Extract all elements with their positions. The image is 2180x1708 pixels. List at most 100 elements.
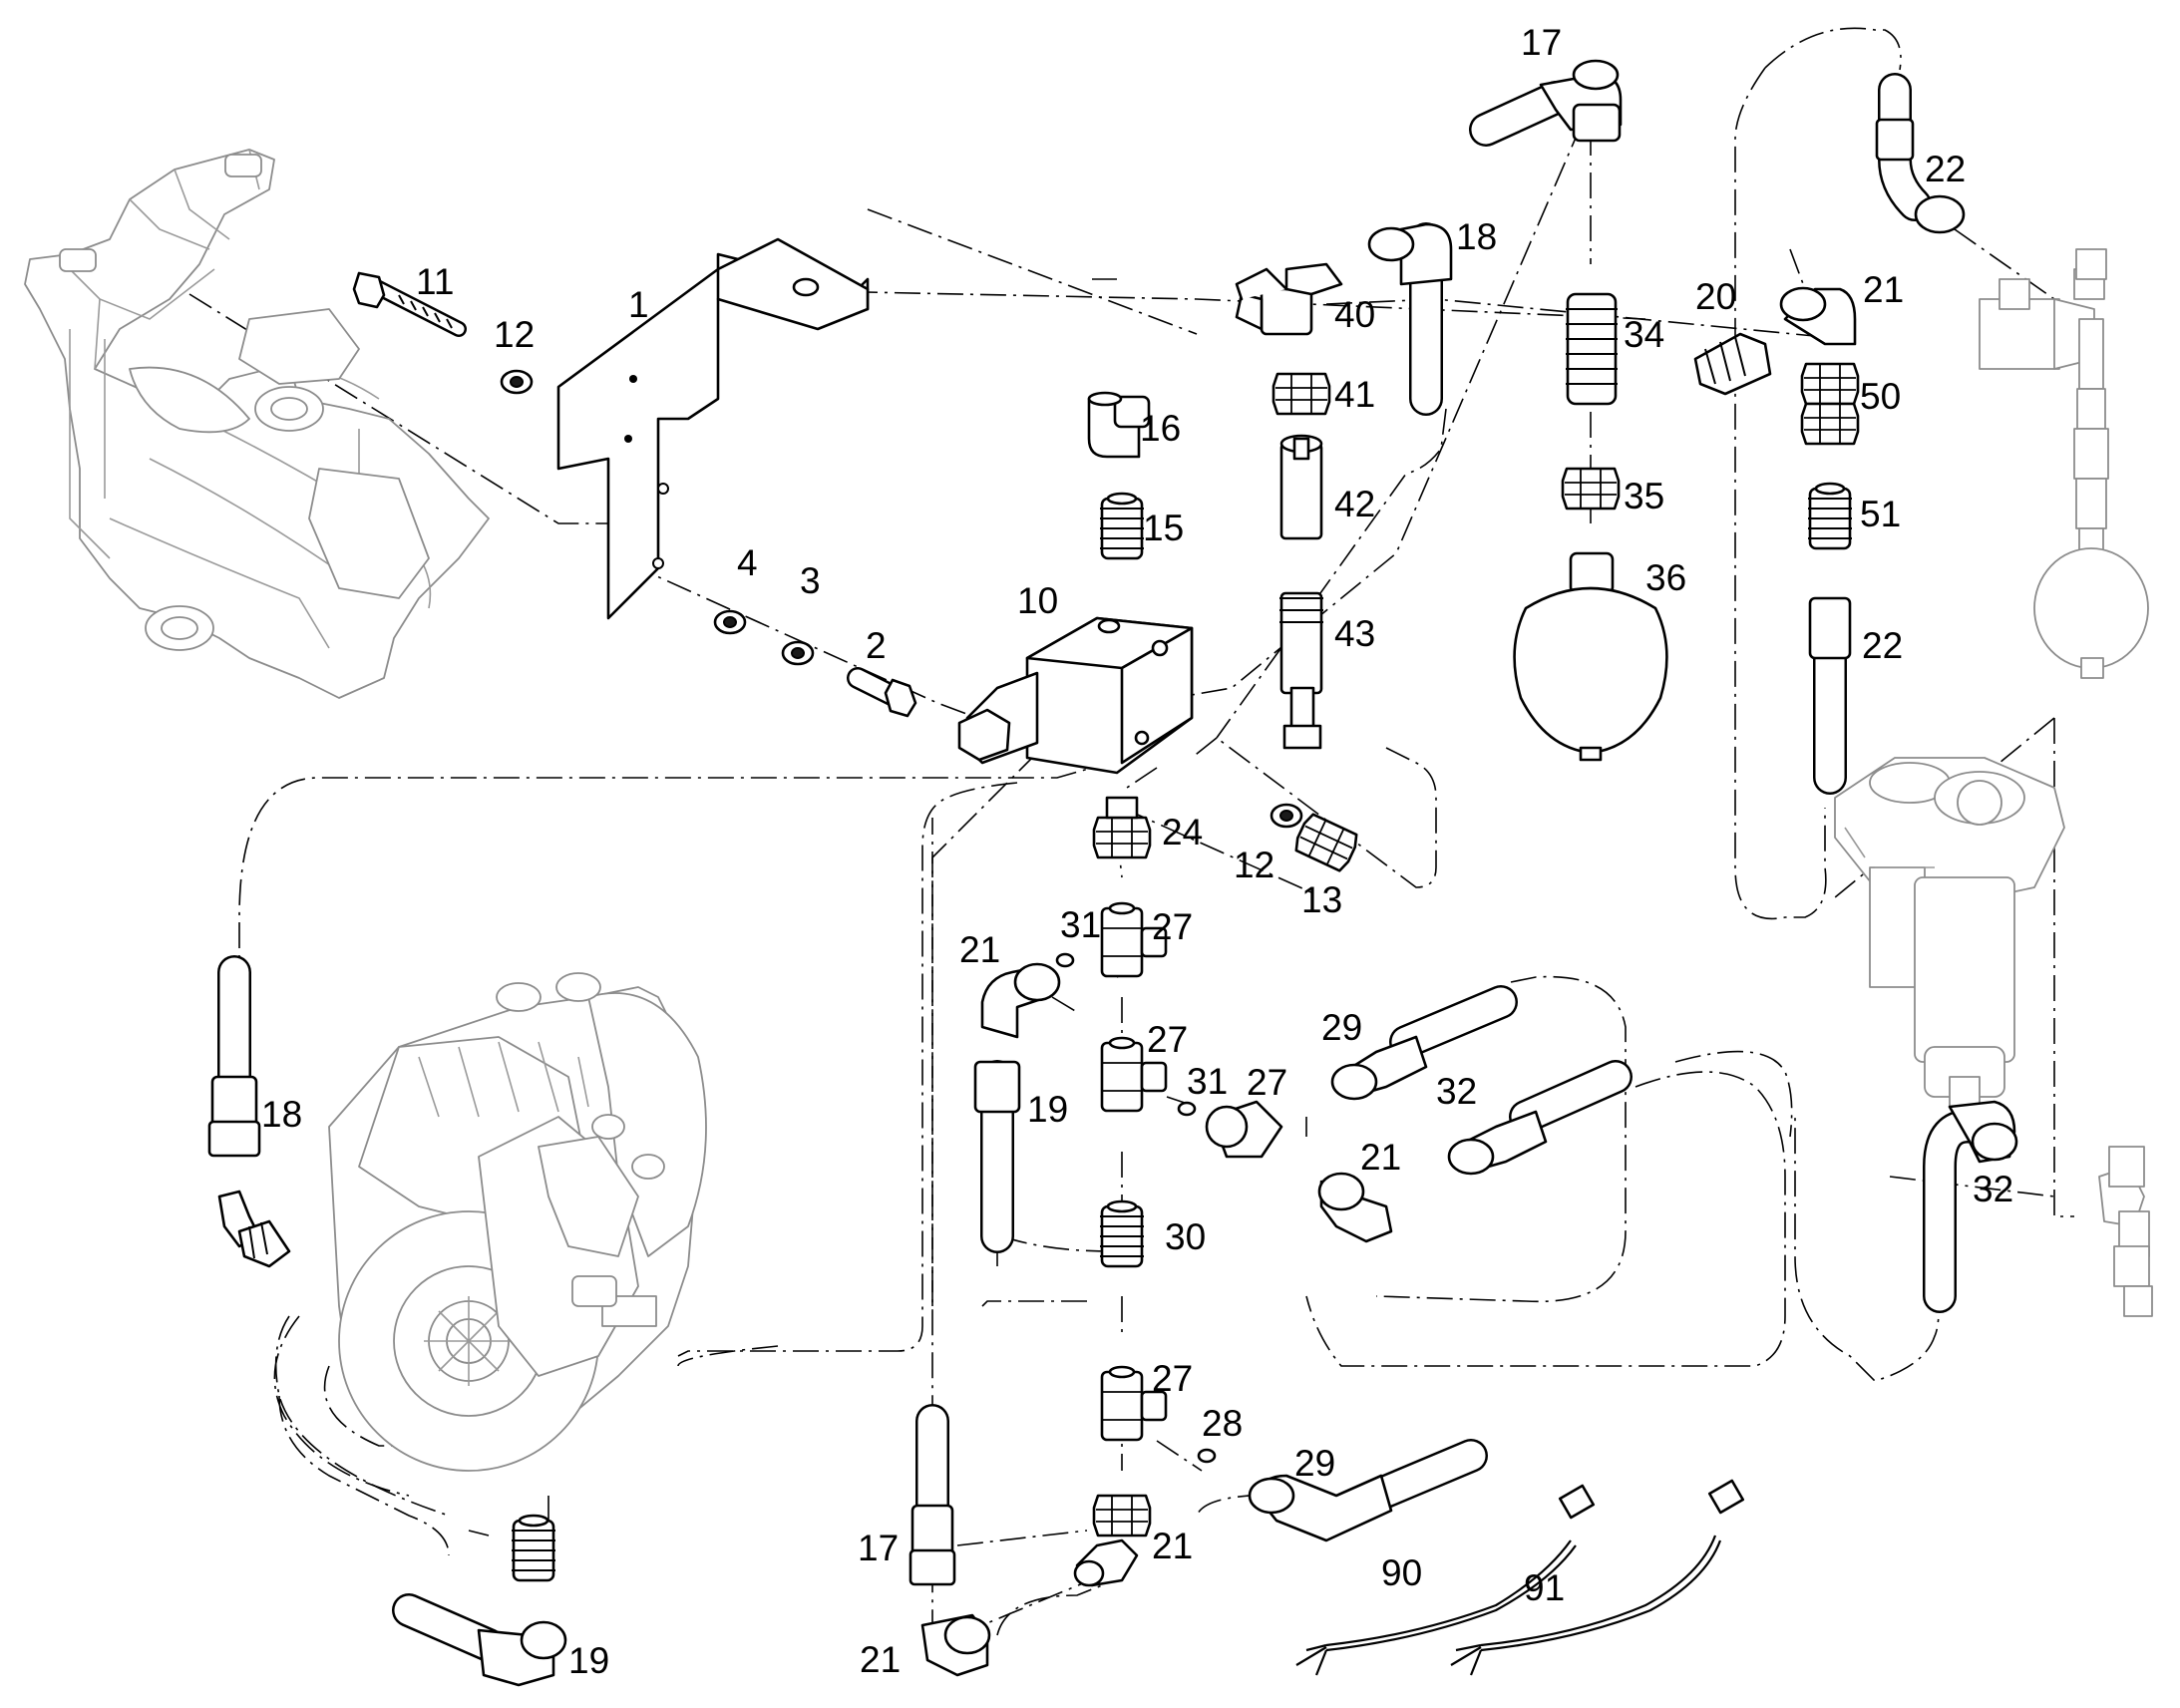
valve-assembly-ghost: [1979, 248, 2153, 1317]
callout-label: 21: [1152, 1526, 1193, 1566]
callout-label: 27: [1147, 1019, 1188, 1060]
callout-label: 22: [1862, 625, 1903, 666]
callout-label: 32: [1436, 1071, 1477, 1112]
seal-part: [1197, 1448, 1217, 1464]
callout-label: 18: [1456, 216, 1497, 257]
callout-label: 2: [866, 625, 887, 666]
callout-label: 22: [1925, 149, 1966, 189]
accumulator-part: [1513, 551, 1668, 762]
nut-part: [1272, 372, 1331, 416]
bolt-part: [352, 271, 467, 337]
pump-assembly-ghost: [1834, 757, 2065, 1108]
nut-part: [1290, 811, 1362, 874]
callout-label: 13: [1301, 879, 1342, 920]
frame-assembly-ghost: [24, 149, 490, 699]
callout-label: 20: [1695, 276, 1736, 317]
adapter-part: [1800, 362, 1860, 406]
callout-label: 18: [261, 1094, 302, 1135]
elbow-part: [920, 1613, 991, 1677]
callout-label: 15: [1143, 508, 1184, 548]
elbow-part: [1317, 1172, 1393, 1243]
adapter-part: [1092, 816, 1152, 859]
callout-label: 21: [1863, 269, 1904, 310]
hose-part: [1248, 1439, 1488, 1542]
hose-part: [973, 1060, 1021, 1253]
hose-part: [1330, 985, 1518, 1101]
callout-labels: 1 2 3 4 10 11 12 12 13 15 16 17 17 18 18…: [261, 22, 2013, 1681]
hose-part: [1447, 1060, 1633, 1176]
washer-part: [713, 609, 747, 635]
callout-label: 32: [1973, 1169, 2013, 1209]
callout-label: 50: [1860, 376, 1901, 417]
tee-part: [1205, 1100, 1283, 1159]
callout-label: 27: [1247, 1062, 1287, 1103]
sleeve-part: [1279, 434, 1323, 540]
callout-label: 12: [494, 314, 535, 355]
callout-label: 11: [416, 261, 454, 302]
callout-label: 34: [1624, 314, 1664, 355]
hose-part: [1875, 73, 1966, 234]
callout-label: 1: [628, 284, 649, 325]
callout-label: 19: [1027, 1089, 1068, 1130]
adapter-part: [1098, 1199, 1146, 1268]
adapter-part: [1098, 492, 1146, 560]
callout-label: 41: [1334, 374, 1375, 415]
washer-part: [781, 640, 815, 666]
cable-harness-part: [1295, 1484, 1596, 1676]
adapter-part: [1561, 467, 1621, 511]
hose-part: [1808, 596, 1852, 795]
elbow-part: [217, 1190, 291, 1268]
washer-part: [1270, 803, 1303, 829]
callout-label: 40: [1334, 294, 1375, 335]
callout-label: 12: [1234, 845, 1274, 885]
washer-part: [500, 369, 534, 395]
callout-label: 30: [1165, 1216, 1206, 1257]
cable-harness-part: [1450, 1479, 1745, 1676]
callout-label: 42: [1334, 484, 1375, 524]
callout-label: 16: [1140, 408, 1181, 449]
callout-label: 3: [800, 560, 821, 601]
hose-part: [908, 1404, 956, 1586]
adapter-part: [1800, 402, 1860, 446]
callout-label: 10: [1017, 580, 1058, 621]
callout-label: 19: [568, 1640, 609, 1681]
bolt-part: [847, 667, 917, 718]
transmission-ghost: [328, 972, 707, 1472]
callout-label: 24: [1162, 812, 1203, 853]
adapter-part: [1566, 292, 1618, 406]
hose-part: [207, 955, 261, 1158]
callout-label: 21: [1360, 1137, 1401, 1178]
callout-label: 28: [1202, 1403, 1243, 1444]
elbow-part: [1073, 1538, 1139, 1587]
callout-label: 29: [1294, 1443, 1335, 1484]
callout-label: 90: [1381, 1552, 1422, 1593]
adapter-part: [1105, 796, 1139, 820]
elbow-part: [980, 962, 1061, 1039]
callout-label: 21: [959, 929, 1000, 970]
hose-part: [1923, 1100, 2018, 1313]
callout-label: 31: [1060, 904, 1101, 945]
callout-label: 43: [1334, 613, 1375, 654]
adapter-part: [1693, 332, 1772, 396]
callout-label: 35: [1624, 476, 1664, 516]
hose-part: [1469, 59, 1623, 147]
hose-part: [1367, 222, 1453, 416]
callout-label: 36: [1645, 557, 1686, 598]
callout-label: 91: [1524, 1567, 1565, 1608]
callout-label: 21: [860, 1639, 901, 1680]
seal-part: [1177, 1101, 1197, 1117]
adapter-part: [510, 1514, 557, 1582]
callout-label: 31: [1187, 1061, 1228, 1102]
bracket-part: [556, 237, 870, 620]
valve-block-part: [957, 616, 1194, 775]
adapter-part: [1806, 482, 1854, 550]
hose-part: [392, 1593, 567, 1687]
callout-label: 29: [1321, 1007, 1362, 1048]
elbow-part: [1092, 1494, 1152, 1537]
callout-label: 27: [1152, 1358, 1193, 1399]
seal-part: [1055, 952, 1075, 968]
elbow-part: [1779, 286, 1857, 346]
callout-label: 27: [1152, 906, 1193, 947]
callout-label: 51: [1860, 494, 1901, 534]
